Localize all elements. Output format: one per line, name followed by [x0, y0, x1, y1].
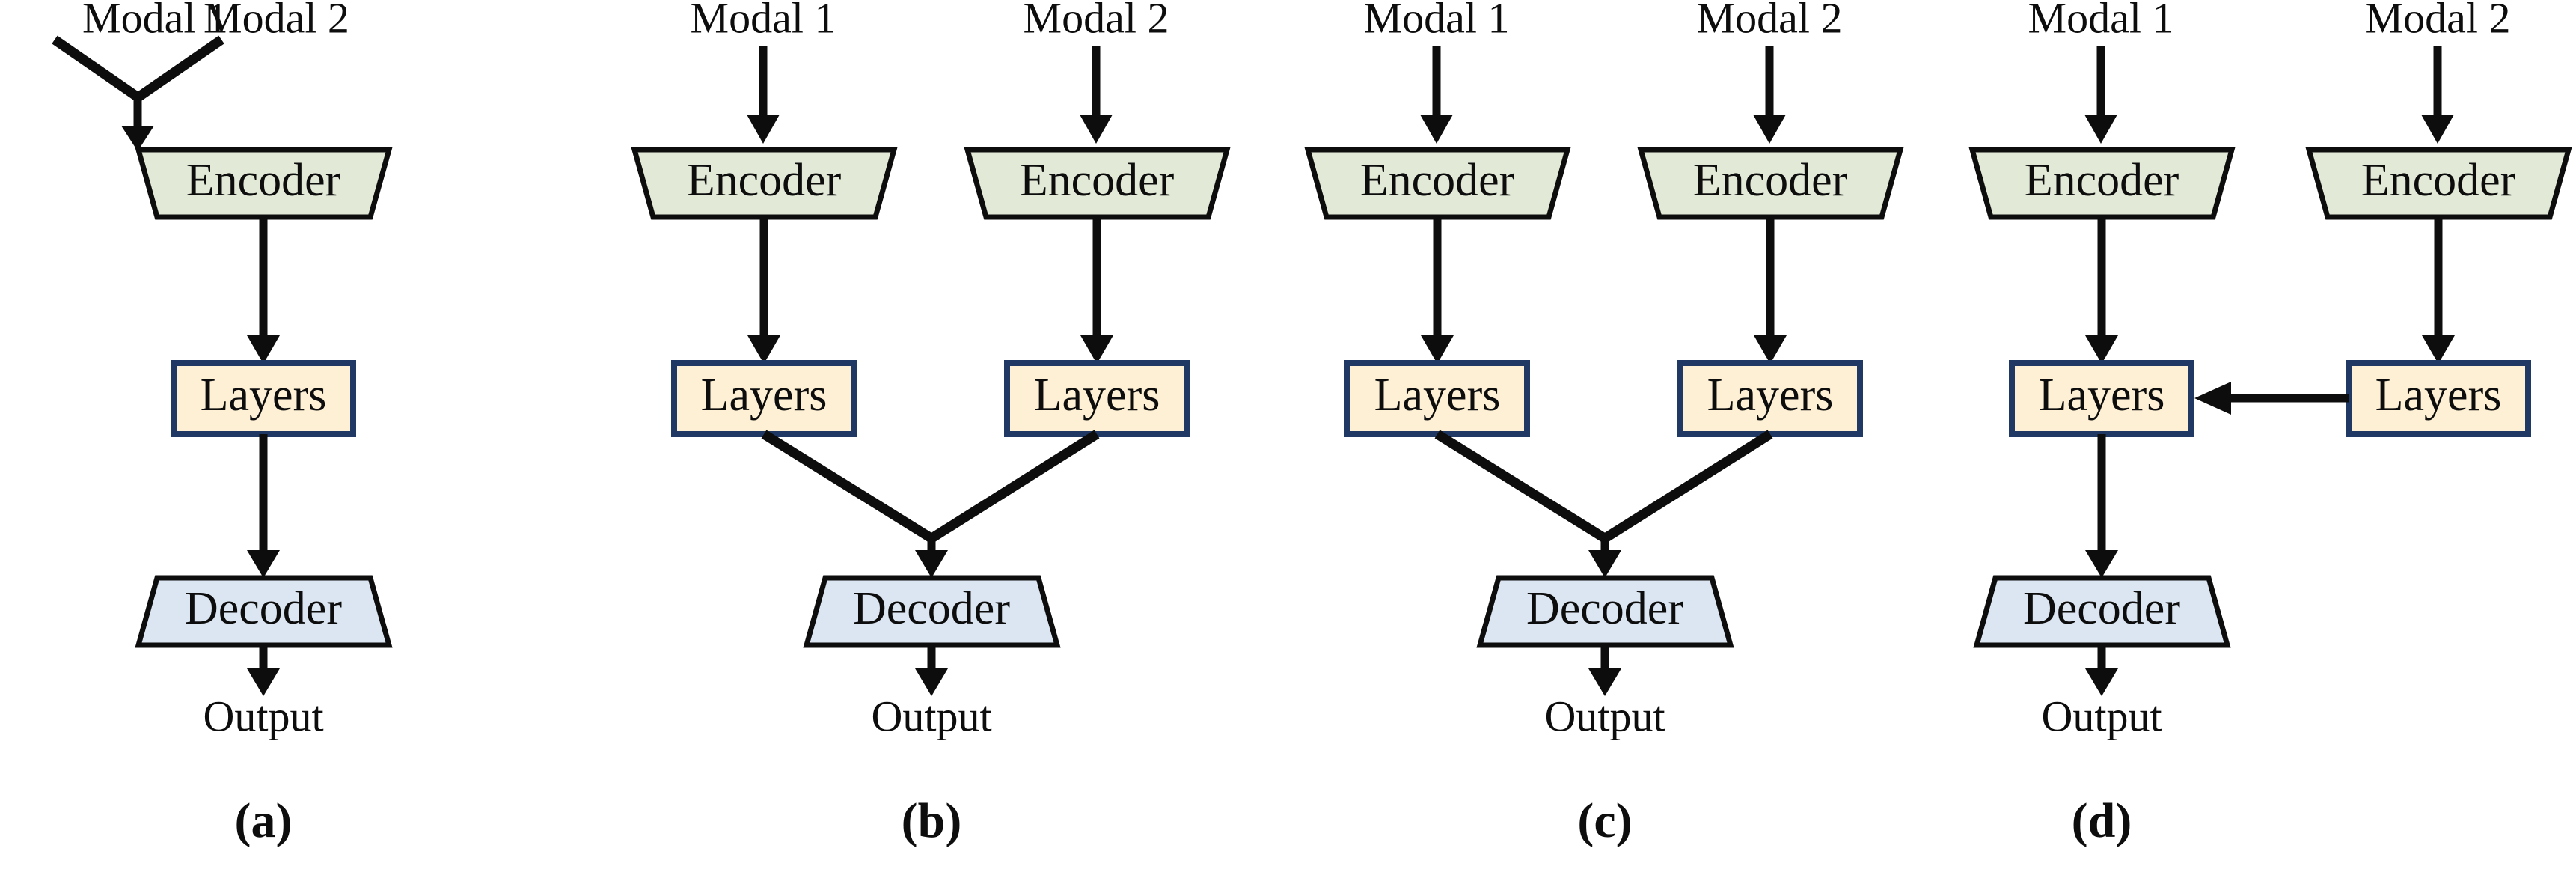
panel-a-modal2-label: Modal 2: [204, 0, 349, 42]
panel-b-layers-2-label: Layers: [1034, 370, 1160, 421]
panel-c-caption: (c): [1577, 793, 1632, 848]
panel-a-caption: (a): [235, 793, 293, 848]
panel-d-encoder1-to-layers1-edge: [2085, 217, 2118, 364]
panel-c-encoder-2-label: Encoder: [1693, 155, 1848, 206]
panel-a-layers-label: Layers: [201, 370, 327, 421]
panel-b-encoder-1-label: Encoder: [687, 155, 842, 206]
panel-a-decoder-label: Decoder: [185, 583, 342, 634]
panel-a-encoder-label: Encoder: [186, 155, 341, 206]
panel-c-encoder-1-label: Encoder: [1360, 155, 1515, 206]
panel-b-output-label: Output: [871, 692, 991, 740]
panel-d-layers1-to-decoder-edge: [2085, 434, 2118, 578]
panel-c-layers-1-shape: [1344, 360, 1530, 437]
panel-b-encoder2-to-layers2-edge: [1080, 217, 1113, 364]
panel-d-decoder-shape: [1973, 575, 2231, 648]
panel-b-encoder-2-label: Encoder: [1020, 155, 1175, 206]
panel-b-modal1-to-encoder-edge: [747, 46, 780, 144]
panel-c-layers-1[interactable]: Layers: [1344, 360, 1530, 437]
panel-d-modal2-to-encoder-edge: [2421, 46, 2454, 144]
panel-d-modal2-label: Modal 2: [2365, 0, 2511, 42]
panel-c-modal1-to-encoder-edge: [1420, 46, 1453, 144]
panel-c-modal1-label: Modal 1: [1364, 0, 1510, 42]
panel-d-encoder-2-label: Encoder: [2361, 155, 2516, 206]
panel-c-encoder2-to-layers2-edge: [1754, 217, 1787, 364]
panel-c: Modal 1 Modal 2 Encoder Encoder: [1304, 0, 1904, 848]
panel-a-encoder[interactable]: Encoder: [135, 147, 393, 220]
panel-c-encoder-2-shape: [1637, 147, 1904, 220]
panel-b-decoder-label: Decoder: [853, 583, 1010, 634]
panel-b-encoder-2-shape: [964, 147, 1231, 220]
panel-c-modal2-label: Modal 2: [1697, 0, 1843, 42]
panel-c-encoder1-to-layers1-edge: [1421, 217, 1454, 364]
panel-c-layers-2-label: Layers: [1707, 370, 1834, 421]
panel-c-layers-2-shape: [1677, 360, 1863, 437]
panel-b-decoder-to-output-edge: [915, 645, 948, 696]
panel-d-decoder-to-output-edge: [2085, 645, 2118, 696]
panel-a-input-merge-edge: [52, 35, 224, 151]
panel-a-encoder-shape: [135, 147, 393, 220]
panel-d-layers-2-label: Layers: [2375, 370, 2502, 421]
panel-d-output-label: Output: [2041, 692, 2162, 740]
panel-b-decoder[interactable]: Decoder: [803, 575, 1061, 648]
panel-c-decoder-label: Decoder: [1526, 583, 1683, 634]
panel-d-decoder[interactable]: Decoder: [1973, 575, 2231, 648]
panel-d-modal1-label: Modal 1: [2028, 0, 2174, 42]
panel-c-fusion-edge: [1434, 430, 1773, 578]
panel-c-decoder-shape: [1476, 575, 1734, 648]
panel-d-caption: (d): [2072, 793, 2132, 848]
panel-d-layers-1[interactable]: Layers: [2009, 360, 2194, 437]
panel-b-encoder-1-shape: [631, 147, 898, 220]
panel-d-encoder-1-shape: [1968, 147, 2236, 220]
panel-a-layers-shape: [171, 360, 356, 437]
panel-b-caption: (b): [902, 793, 962, 848]
panel-d-encoder-2-shape: [2305, 147, 2572, 220]
panel-b-layers-2-shape: [1004, 360, 1190, 437]
panel-b-modal2-to-encoder-edge: [1080, 46, 1113, 144]
panel-b-layers-1-label: Layers: [701, 370, 827, 421]
panel-d-layers-2-shape: [2346, 360, 2531, 437]
panel-a-encoder-to-layers-edge: [247, 217, 280, 364]
panel-c-encoder-1[interactable]: Encoder: [1304, 147, 1571, 220]
panel-d-encoder-2[interactable]: Encoder: [2305, 147, 2572, 220]
panel-c-modal2-to-encoder-edge: [1753, 46, 1786, 144]
panel-d: Modal 1 Modal 2 Encoder Encoder: [1968, 0, 2572, 848]
panel-b-modal2-label: Modal 2: [1024, 0, 1169, 42]
panel-d-layers-1-label: Layers: [2039, 370, 2165, 421]
panel-a: Modal 1 Modal 2 Encoder Layers: [52, 0, 393, 848]
panel-b-fusion-edge: [761, 430, 1100, 578]
panel-b-modal1-label: Modal 1: [691, 0, 836, 42]
panel-d-layers-2[interactable]: Layers: [2346, 360, 2531, 437]
panel-c-encoder-2[interactable]: Encoder: [1637, 147, 1904, 220]
panel-a-decoder-shape: [135, 575, 393, 648]
panel-b-encoder-2[interactable]: Encoder: [964, 147, 1231, 220]
panel-c-layers-1-label: Layers: [1374, 370, 1501, 421]
panel-a-decoder-to-output-edge: [247, 645, 280, 696]
panel-c-encoder-1-shape: [1304, 147, 1571, 220]
panel-a-output-label: Output: [203, 692, 323, 740]
panel-c-decoder[interactable]: Decoder: [1476, 575, 1734, 648]
panel-c-output-label: Output: [1544, 692, 1665, 740]
panel-d-modal1-to-encoder-edge: [2084, 46, 2117, 144]
panel-d-encoder-1[interactable]: Encoder: [1968, 147, 2236, 220]
panel-b-decoder-shape: [803, 575, 1061, 648]
panel-d-decoder-label: Decoder: [2023, 583, 2180, 634]
panel-b: Modal 1 Modal 2 Encoder Encoder: [631, 0, 1231, 848]
panel-a-decoder[interactable]: Decoder: [135, 575, 393, 648]
panel-b-layers-1[interactable]: Layers: [671, 360, 857, 437]
panel-d-cross-modal-edge: [2194, 382, 2349, 415]
panel-d-encoder-1-label: Encoder: [2025, 155, 2179, 206]
panel-d-encoder2-to-layers2-edge: [2422, 217, 2455, 364]
panel-a-layers-to-decoder-edge: [247, 434, 280, 578]
panel-c-decoder-to-output-edge: [1588, 645, 1621, 696]
panel-b-encoder-1[interactable]: Encoder: [631, 147, 898, 220]
panel-a-modal1-label: Modal 1: [82, 0, 228, 42]
panel-b-encoder1-to-layers1-edge: [747, 217, 780, 364]
panel-c-layers-2[interactable]: Layers: [1677, 360, 1863, 437]
panel-b-layers-2[interactable]: Layers: [1004, 360, 1190, 437]
panel-a-layers[interactable]: Layers: [171, 360, 356, 437]
